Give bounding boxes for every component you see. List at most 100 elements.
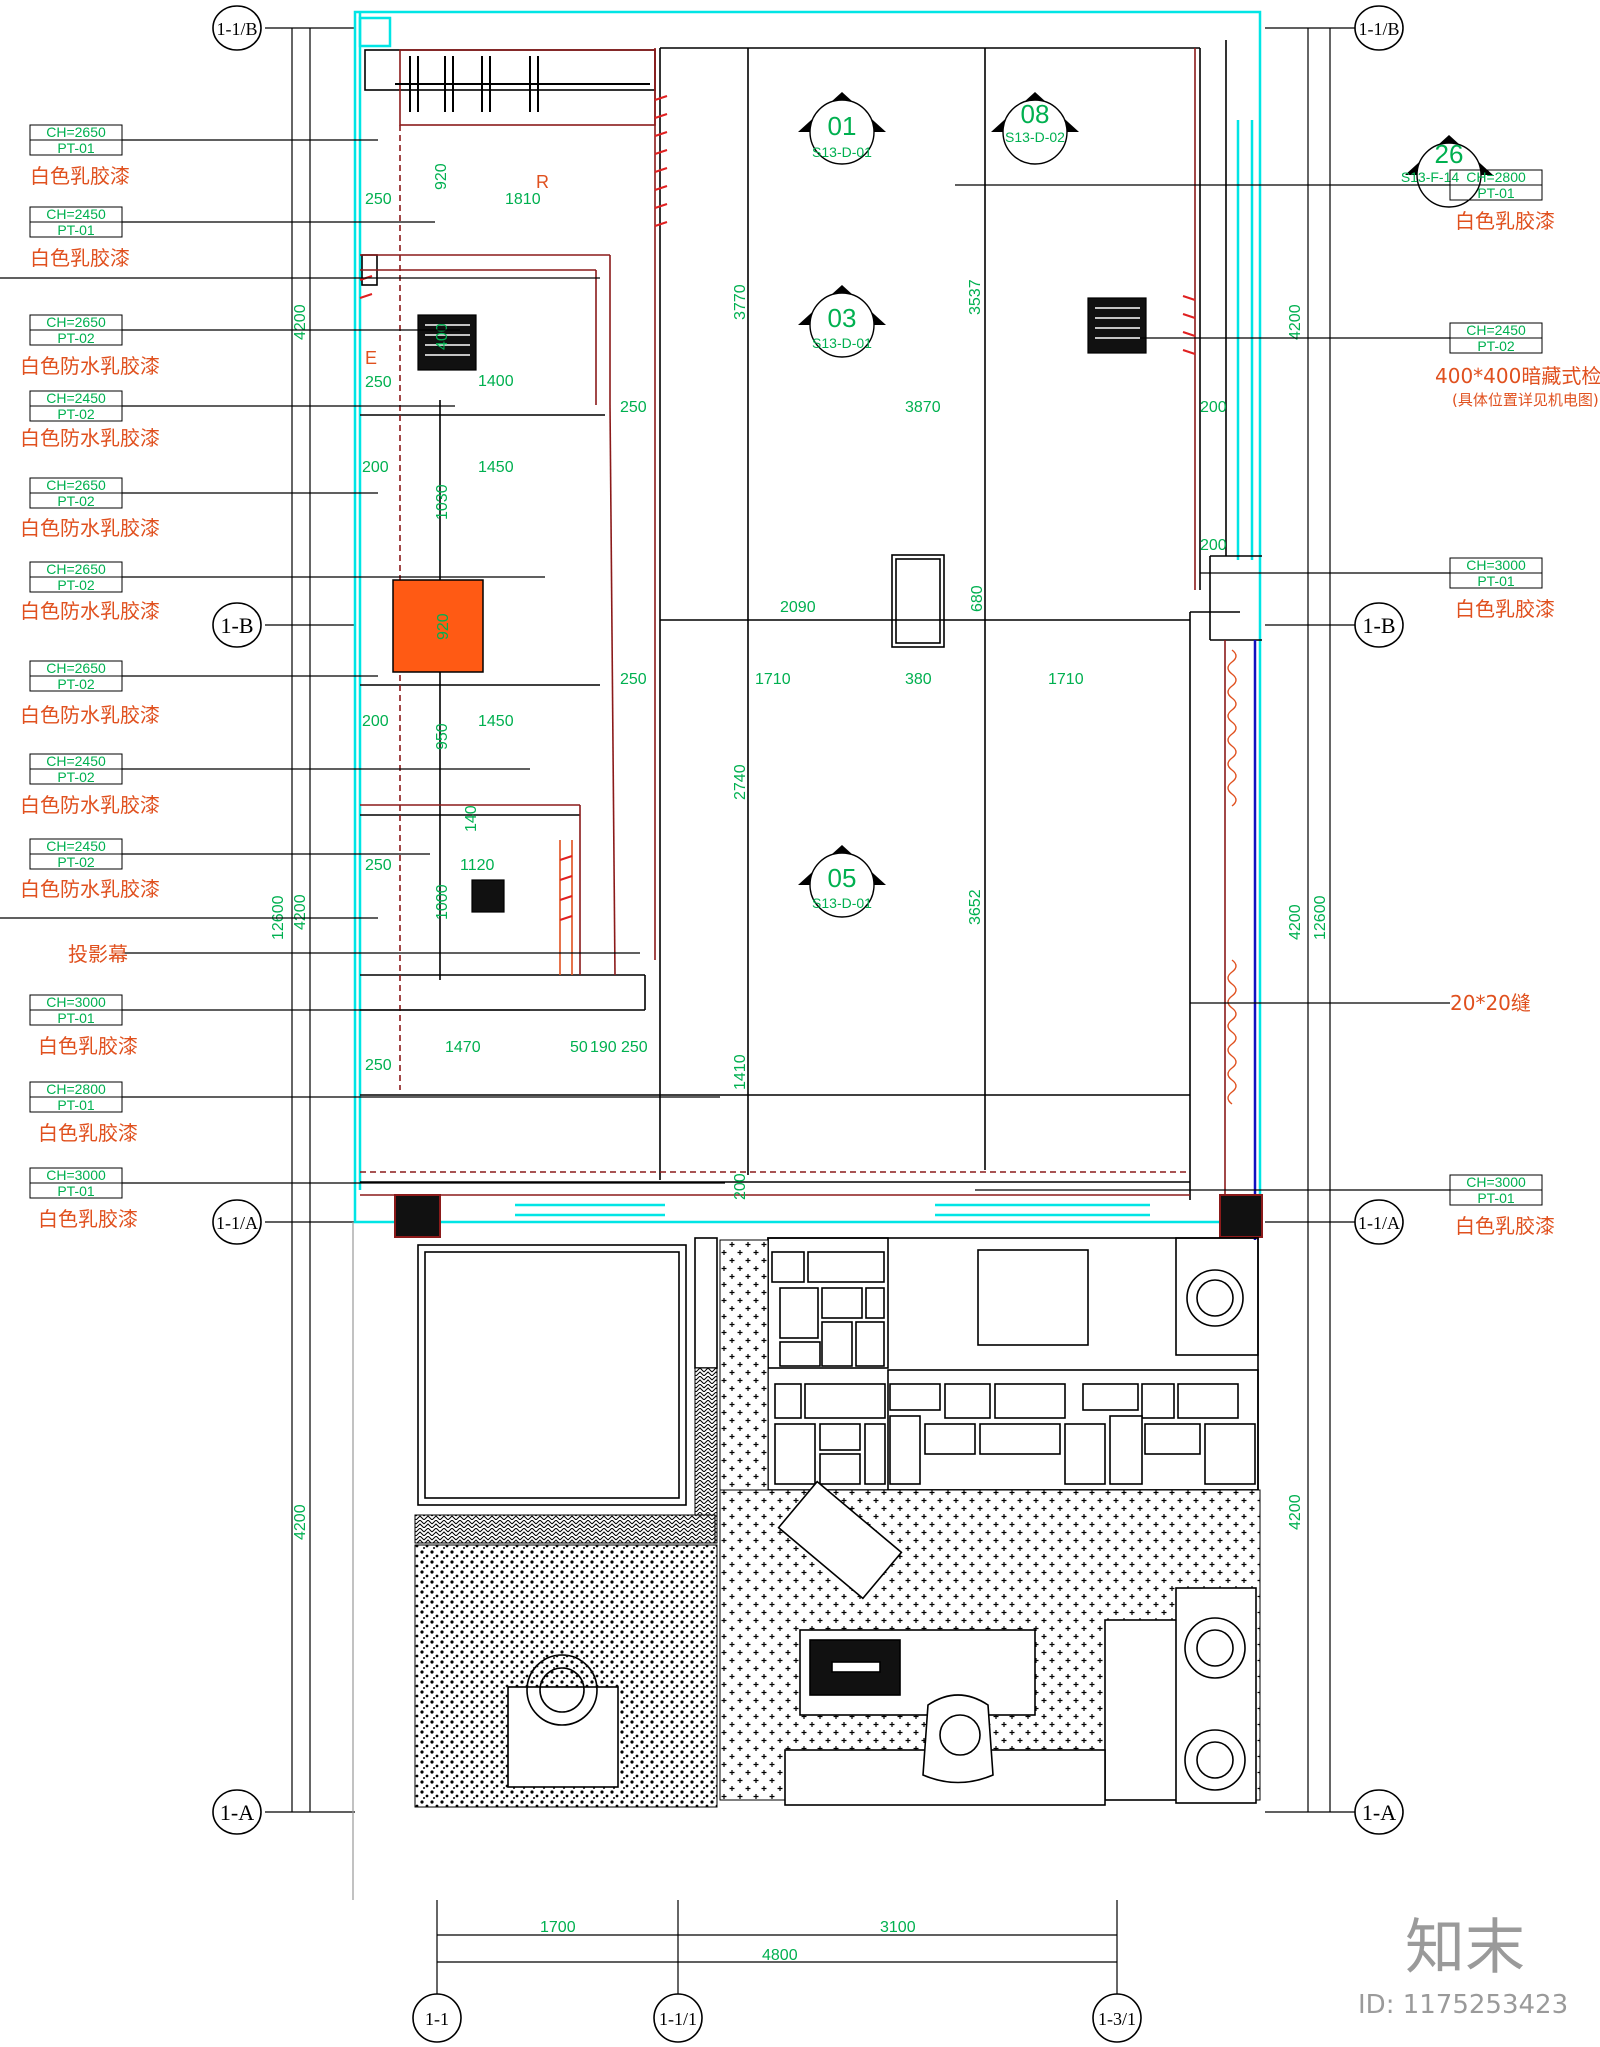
- interior-walls: [360, 40, 1262, 1200]
- note-pt: PT-01: [1477, 1190, 1515, 1206]
- note-text: 白色防水乳胶漆: [20, 793, 160, 817]
- dimensions: 250 920 1810 400 250 1400 3770 3537 250 …: [270, 163, 1329, 1964]
- note-text: 白色防水乳胶漆: [20, 599, 160, 623]
- axis-bubbles: [212, 5, 1404, 2043]
- note-text: 白色防水乳胶漆: [20, 354, 160, 378]
- note-text: 白色防水乳胶漆: [20, 877, 160, 901]
- note-code: CH=2450: [46, 838, 106, 854]
- light-fixtures: [359, 95, 1196, 921]
- note-code: CH=3000: [46, 994, 106, 1010]
- dim-text: 250: [365, 191, 392, 208]
- note-code: CH=3000: [1466, 557, 1526, 573]
- dim-text: 200: [1200, 399, 1227, 416]
- note-code: CH=2450: [46, 753, 106, 769]
- tag-number: 05: [828, 863, 857, 893]
- axis-label-top-left: 1-1/B: [216, 19, 257, 39]
- watermark: 知末 ID: 1175253423: [1358, 1913, 1568, 2020]
- note-pt: PT-02: [1477, 338, 1515, 354]
- columns: [394, 1194, 1263, 1238]
- finish-lines: [360, 48, 1226, 1200]
- wall-pattern: [1227, 649, 1237, 1105]
- note-code: CH=3000: [46, 1167, 106, 1183]
- axis-labels: 1-1/B 1-1/B 1-B 1-B 1-1/A 1-1/A 1-A 1-A …: [216, 19, 1400, 2029]
- dim-text: 50: [570, 1039, 588, 1056]
- watermark-id: ID: 1175253423: [1358, 1990, 1568, 2020]
- tag-08: 08 S13-D-02: [991, 92, 1079, 165]
- dim-text: 4200: [292, 304, 309, 340]
- glass-border: [353, 10, 1262, 1224]
- dim-text: 250: [620, 671, 647, 688]
- dim-text: 4200: [292, 894, 309, 930]
- dim-text: 200: [732, 1173, 749, 1200]
- dim-text: 680: [969, 585, 986, 612]
- closet-hangers: [395, 56, 650, 112]
- dim-text: 920: [433, 163, 450, 190]
- dim-text: 1710: [755, 671, 791, 688]
- dim-text: 4200: [1287, 1494, 1304, 1530]
- trees: [526, 1269, 1246, 1791]
- note-pt: PT-02: [57, 854, 95, 870]
- note-text: 白色乳胶漆: [38, 1034, 138, 1058]
- dim-text: 200: [362, 713, 389, 730]
- note-pt: PT-01: [1477, 573, 1515, 589]
- note-pt: PT-02: [57, 330, 95, 346]
- dim-text: 3770: [732, 284, 749, 320]
- dim-text: 200: [1200, 537, 1227, 554]
- axis-lines: [265, 27, 1355, 2010]
- dim-text: 950: [434, 723, 451, 750]
- note-code: CH=2800: [1466, 169, 1526, 185]
- mark-r: R: [536, 172, 549, 192]
- note-text: 白色防水乳胶漆: [20, 703, 160, 727]
- tag-05: 05 S13-D-01: [798, 845, 886, 918]
- dim-text: 1710: [1048, 671, 1084, 688]
- dim-text: 250: [620, 399, 647, 416]
- axis-label-bottom-left: 1-A: [220, 1800, 254, 1825]
- dim-text: 4800: [762, 1947, 798, 1964]
- tag-ref: S13-D-01: [812, 335, 872, 351]
- tag-03: 03 S13-D-01: [798, 285, 886, 358]
- note-code: CH=2650: [46, 660, 106, 676]
- dim-text: 380: [905, 671, 932, 688]
- axis-label-top-right: 1-1/B: [1358, 19, 1399, 39]
- dim-text: 1450: [478, 459, 514, 476]
- note-code: CH=2650: [46, 477, 106, 493]
- right-notes: CH=2800 PT-01 白色乳胶漆 CH=2450 PT-02 400*40…: [1435, 169, 1600, 1238]
- note-code: CH=2450: [46, 390, 106, 406]
- note-text: 20*20缝: [1450, 991, 1531, 1015]
- note-pt: PT-02: [57, 493, 95, 509]
- axis-label-bottom-3: 1-3/1: [1098, 2009, 1136, 2029]
- tag-ref: S13-D-02: [1005, 129, 1065, 145]
- dim-text: 1450: [478, 713, 514, 730]
- dim-text: 1810: [505, 191, 541, 208]
- note-text: 白色乳胶漆: [30, 164, 130, 188]
- left-notes: CH=2650 PT-01 白色乳胶漆 CH=2450 PT-01 白色乳胶漆 …: [20, 124, 160, 1231]
- dim-text: 3100: [880, 1919, 916, 1936]
- note-code: CH=2450: [1466, 322, 1526, 338]
- person-figure: [922, 1694, 994, 1784]
- vent-slats: [425, 307, 1140, 356]
- note-text: 白色乳胶漆: [38, 1207, 138, 1231]
- note-pt: PT-01: [1477, 185, 1515, 201]
- axis-label-lower-left: 1-1/A: [216, 1213, 258, 1233]
- watermark-brand: 知末: [1405, 1913, 1525, 1983]
- dim-text: 2740: [732, 764, 749, 800]
- section-tags: 01 S13-D-01 08 S13-D-02 03 S13-D-01 05 S…: [798, 92, 1493, 918]
- note-text: 白色防水乳胶漆: [20, 516, 160, 540]
- zigzag-strip-2: [414, 1514, 716, 1544]
- note-text: 白色防水乳胶漆: [20, 426, 160, 450]
- note-text: 白色乳胶漆: [1455, 1214, 1555, 1238]
- dim-text: 1030: [434, 484, 451, 520]
- axis-label-bottom-2: 1-1/1: [659, 2009, 697, 2029]
- note-text: 400*400暗藏式检修口: [1435, 364, 1600, 388]
- note-code: CH=2650: [46, 124, 106, 140]
- dim-text: 1470: [445, 1039, 481, 1056]
- dim-text: 1000: [434, 884, 451, 920]
- dim-text: 250: [621, 1039, 648, 1056]
- dim-text: 400: [434, 323, 451, 350]
- dim-text: 2090: [780, 599, 816, 616]
- dim-text: 4200: [1287, 904, 1304, 940]
- projection-screen-label: 投影幕: [68, 942, 128, 966]
- axis-label-mid-left: 1-B: [221, 613, 254, 638]
- note-text: 白色乳胶漆: [30, 246, 130, 270]
